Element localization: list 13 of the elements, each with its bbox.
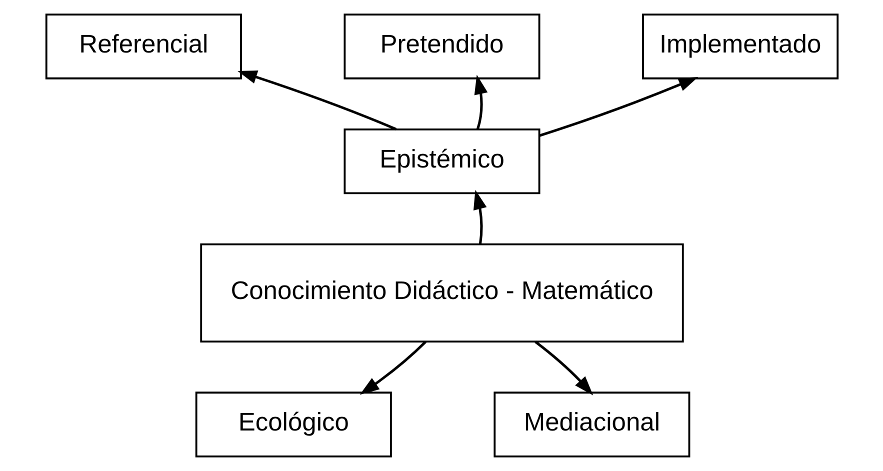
arrow xyxy=(237,70,396,130)
node-box: Implementado xyxy=(642,14,838,80)
arrow xyxy=(474,74,488,130)
node-box: Referencial xyxy=(44,14,242,80)
arrow xyxy=(534,340,593,396)
node-box: Epistémico xyxy=(343,128,540,194)
node-box: Pretendido xyxy=(343,14,540,80)
node-box: Conocimiento Didáctico - Matemático xyxy=(200,243,684,343)
node-box: Ecológico xyxy=(194,392,392,458)
arrow xyxy=(538,77,698,137)
node-box: Mediacional xyxy=(493,392,690,458)
arrow xyxy=(359,340,426,395)
arrow xyxy=(472,190,486,244)
